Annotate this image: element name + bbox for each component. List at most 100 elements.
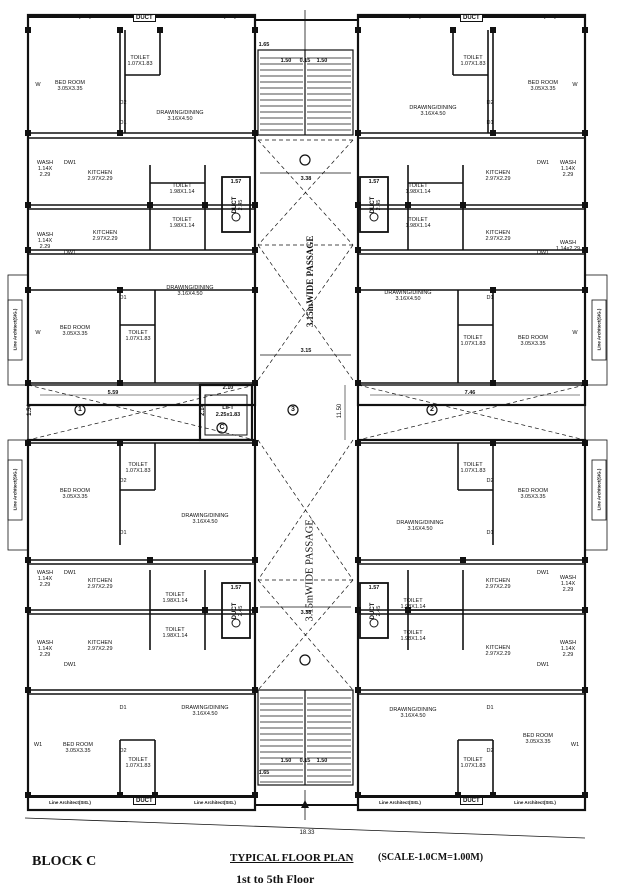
wash-size: 1.14X 2.29 <box>560 646 576 658</box>
duct-width-dim: 1.57 <box>230 179 242 185</box>
wash-size: 1.14X 2.29 <box>37 646 53 658</box>
bedroom-name: BED ROOM <box>518 488 548 494</box>
opening-tag: DW1 <box>63 160 77 166</box>
bedroom-size: 3.05X3.35 <box>62 494 88 500</box>
toilet-name: TOILET <box>408 217 428 223</box>
drawing-dining-name: DRAWING/DINING <box>389 707 437 713</box>
duct-width-dim: 1.57 <box>368 179 380 185</box>
kitchen-name: KITCHEN <box>92 230 118 236</box>
opening-tag: D1 <box>486 295 494 301</box>
toilet-size: 1.98X1.14 <box>162 633 188 639</box>
bedroom-size: 3.05X3.35 <box>62 331 88 337</box>
duct-tag: DUCT <box>460 14 483 22</box>
duct-tag: DUCT <box>460 797 483 805</box>
stair-flight-dim: 1.50 <box>316 58 328 64</box>
passage-width-dim: 3.38 <box>300 610 312 616</box>
corridor-marker: 2 <box>430 406 434 413</box>
kitchen-name: KITCHEN <box>87 640 113 646</box>
setback-note: Line Architect(SIG.) <box>379 800 421 805</box>
toilet-name: TOILET <box>128 330 148 336</box>
bedroom-size: 3.05X3.35 <box>520 494 546 500</box>
passage-label-upper: 3.15mWIDE PASSAGE <box>305 235 315 327</box>
opening-tag: DW1 <box>536 160 550 166</box>
duct-width-dim: 1.57 <box>368 585 380 591</box>
opening-tag: D1 <box>119 295 127 301</box>
drawing-dining-name: DRAWING/DINING <box>156 110 204 116</box>
lift-width-dim: 2.10 <box>222 385 234 391</box>
opening-tag: D2 <box>119 748 127 754</box>
stair-depth-dim: 1.65 <box>258 42 270 48</box>
wash-size: 1.14X 2.29 <box>37 576 53 588</box>
setback-note-vertical: Line Architect(SIG.) <box>12 468 18 511</box>
wash-size: 1.14X 2.29 <box>560 581 576 593</box>
kitchen-size: 2.97X2.29 <box>485 651 511 657</box>
stair-depth-dim: 1.65 <box>258 770 270 776</box>
drawing-dining-name: DRAWING/DINING <box>181 705 229 711</box>
toilet-name: TOILET <box>165 592 185 598</box>
bedroom-name: BED ROOM <box>55 80 85 86</box>
bedroom-name: BED ROOM <box>60 325 90 331</box>
bedroom-size: 3.05X3.35 <box>525 739 551 745</box>
lift-size: 2.25x1.83 <box>215 412 241 418</box>
toilet-size: 1.07X1.83 <box>127 61 153 67</box>
lift-marker: C <box>219 424 225 431</box>
passage-width-dim: 3.38 <box>300 176 312 182</box>
kitchen-name: KITCHEN <box>485 645 511 651</box>
setback-note: Line Architect(SIG.) <box>514 14 556 19</box>
kitchen-name: KITCHEN <box>485 578 511 584</box>
opening-tag: D1 <box>486 705 494 711</box>
corridor-length-dim: 5.59 <box>107 390 119 396</box>
toilet-name: TOILET <box>403 598 423 604</box>
toilet-name: TOILET <box>128 462 148 468</box>
toilet-name: TOILET <box>172 183 192 189</box>
setback-note-vertical: Line Architect(SIG.) <box>12 308 18 351</box>
kitchen-name: KITCHEN <box>485 170 511 176</box>
toilet-name: TOILET <box>172 217 192 223</box>
bedroom-name: BED ROOM <box>63 742 93 748</box>
toilet-size: 1.98X1.14 <box>405 189 431 195</box>
opening-tag: DW1 <box>63 662 77 668</box>
kitchen-size: 2.97X2.29 <box>87 646 113 652</box>
toilet-size: 1.07X1.83 <box>460 61 486 67</box>
toilet-name: TOILET <box>130 55 150 61</box>
opening-tag: W1 <box>570 742 580 748</box>
setback-note: Line Architect(SIG.) <box>194 14 236 19</box>
toilet-name: TOILET <box>463 335 483 341</box>
kitchen-name: KITCHEN <box>87 170 113 176</box>
toilet-name: TOILET <box>408 183 428 189</box>
duct-tag: DUCT <box>133 797 156 805</box>
duct-tag: DUCT <box>133 14 156 22</box>
duct-height-dim: 2.45 <box>376 605 382 617</box>
opening-tag: DW1 <box>63 250 77 256</box>
opening-tag: D2 <box>486 748 494 754</box>
wash-name: WASH <box>559 640 577 646</box>
plan-title: TYPICAL FLOOR PLAN <box>230 852 354 864</box>
drawing-dining-name: DRAWING/DINING <box>396 520 444 526</box>
wash-size: 1.14x2.29 <box>555 246 581 252</box>
drawing-dining-name: DRAWING/DINING <box>181 513 229 519</box>
lift-depth-dim: 2.14 <box>200 404 206 416</box>
toilet-name: TOILET <box>165 627 185 633</box>
bedroom-size: 3.05X3.35 <box>65 748 91 754</box>
drawing-dining-size: 3.16X4.50 <box>420 111 446 117</box>
duct-height-dim: 2.45 <box>238 605 244 617</box>
toilet-name: TOILET <box>128 757 148 763</box>
toilet-name: TOILET <box>403 630 423 636</box>
setback-note: Line Architect(SIG.) <box>49 800 91 805</box>
opening-tag: W <box>35 82 41 88</box>
opening-tag: DW1 <box>536 662 550 668</box>
bedroom-name: BED ROOM <box>60 488 90 494</box>
toilet-size: 1.98X1.14 <box>162 598 188 604</box>
opening-tag: W <box>572 82 578 88</box>
setback-note: Line Architect(SIG.) <box>194 800 236 805</box>
drawing-dining-size: 3.16X4.50 <box>167 116 193 122</box>
corridor-marker: 3 <box>291 406 295 413</box>
setback-note: Line Architect(SIG.) <box>379 14 421 19</box>
opening-tag: D1 <box>119 120 127 126</box>
overall-width-dim: 18.33 <box>299 830 315 836</box>
kitchen-name: KITCHEN <box>485 230 511 236</box>
wash-name: WASH <box>559 575 577 581</box>
kitchen-size: 2.97X2.29 <box>485 584 511 590</box>
wash-name: WASH <box>36 570 54 576</box>
stair-flight-dim: 1.50 <box>316 758 328 764</box>
